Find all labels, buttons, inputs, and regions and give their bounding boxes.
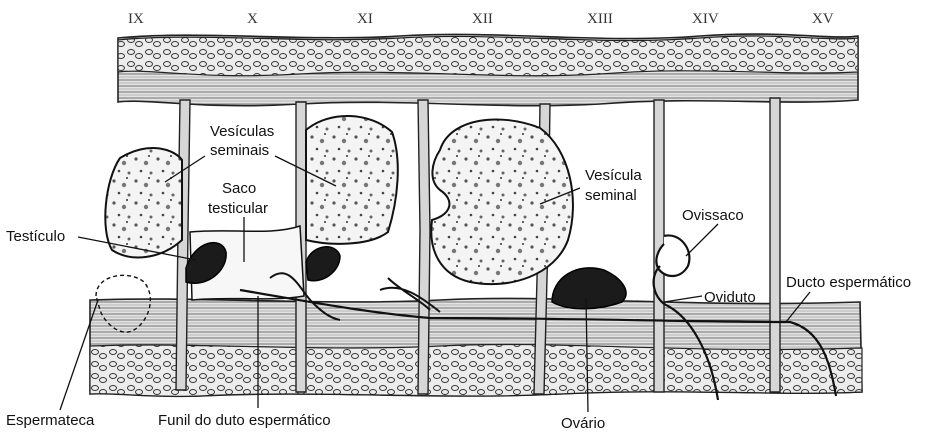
ventral-body-wall — [90, 298, 862, 396]
septum — [418, 100, 430, 394]
label-vesicula-seminal-line2: seminal — [585, 187, 637, 204]
label-vesicula-seminal-line1: Vesícula — [585, 167, 642, 184]
dorsal-body-wall — [118, 34, 858, 106]
label-espermateca: Espermateca — [6, 412, 95, 429]
label-saco-testicular-line2: testicular — [208, 200, 268, 217]
septum — [770, 98, 780, 392]
seminal-vesicle-xi — [306, 116, 398, 244]
label-saco-testicular-line1: Saco — [222, 180, 256, 197]
segment-label-xiii: XIII — [587, 11, 613, 27]
ovary-shape — [552, 268, 626, 309]
segment-label-x: X — [247, 11, 258, 27]
segment-label-xii: XII — [472, 11, 493, 27]
segment-label-xi: XI — [357, 11, 373, 27]
segment-label-xv: XV — [812, 11, 834, 27]
label-oviduto: Oviduto — [704, 289, 756, 306]
label-funil: Funil do duto espermático — [158, 412, 331, 429]
seminal-vesicle-ix — [105, 148, 182, 257]
seminal-vesicle-xii — [431, 119, 573, 284]
label-testiculo: Testículo — [6, 228, 65, 245]
label-ducto-espermatico: Ducto espermático — [786, 274, 911, 291]
segment-label-xiv: XIV — [692, 11, 719, 27]
segment-label-ix: IX — [128, 11, 144, 27]
label-ovario: Ovário — [561, 415, 605, 432]
label-vesiculas-seminais-line2: seminais — [210, 142, 269, 159]
testis — [306, 247, 340, 281]
label-vesiculas-seminais-line1: Vesículas — [210, 123, 274, 140]
segment-labels: IX X XI XII XIII XIV XV — [128, 11, 834, 27]
label-ovissaco: Ovissaco — [682, 207, 744, 224]
